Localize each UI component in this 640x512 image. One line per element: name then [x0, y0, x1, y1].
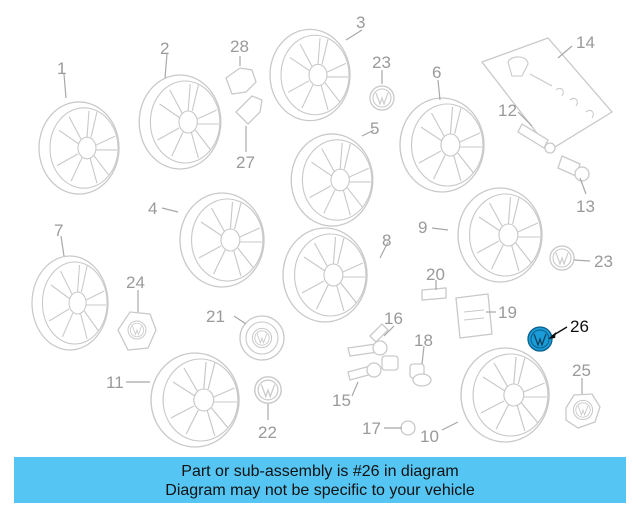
callout-23-right: 23	[594, 252, 613, 271]
wheel-1	[38, 101, 120, 195]
parts-diagram: 1 2 3 4 5 6 7 8 9 10 11 12 13 14 15 16 1…	[31, 13, 613, 448]
nut-18	[409, 363, 432, 387]
wheel-7	[31, 255, 109, 351]
callout-12: 12	[498, 101, 517, 120]
wheel-10	[460, 347, 550, 443]
tpms-kit-14	[480, 37, 613, 151]
callout-4: 4	[148, 199, 157, 218]
center-cap-25	[565, 393, 601, 429]
wheel-11	[150, 352, 240, 448]
callout-21: 21	[206, 307, 225, 326]
callout-22: 22	[258, 423, 277, 442]
callout-2: 2	[160, 39, 169, 58]
emblem-22	[254, 376, 282, 404]
cap-17	[400, 420, 416, 436]
callout-5: 5	[370, 119, 379, 138]
callout-23-top: 23	[372, 53, 391, 72]
callout-25: 25	[572, 361, 591, 380]
callout-17: 17	[362, 419, 381, 438]
wheel-8	[282, 227, 368, 323]
wheel-2	[138, 74, 222, 170]
callout-18: 18	[414, 331, 433, 350]
valve-13	[557, 155, 590, 182]
callout-14: 14	[576, 33, 595, 52]
leader-lines	[60, 29, 591, 431]
emblem-23-right	[549, 245, 575, 271]
callout-27: 27	[236, 153, 255, 172]
callout-11: 11	[106, 373, 124, 392]
callout-13: 13	[576, 197, 595, 216]
wheel-5	[290, 133, 374, 227]
valve-stem-12	[517, 123, 556, 154]
wheel-4	[179, 192, 265, 288]
wheel-6	[399, 97, 485, 193]
emblem-23-top	[369, 85, 395, 111]
callout-10: 10	[420, 427, 439, 446]
bolts-15-16	[347, 323, 399, 381]
center-cap-24	[117, 311, 157, 351]
callout-6: 6	[432, 63, 441, 82]
label-19	[455, 293, 493, 339]
callout-8: 8	[382, 231, 391, 250]
callout-20: 20	[426, 265, 445, 284]
callout-3: 3	[356, 13, 365, 32]
callout-7: 7	[54, 221, 63, 240]
callout-15: 15	[332, 391, 351, 410]
callout-19: 19	[498, 303, 517, 322]
callout-26: 26	[570, 317, 589, 336]
banner-line-2: Diagram may not be specific to your vehi…	[165, 482, 475, 499]
callout-16: 16	[384, 309, 403, 328]
wheel-9	[457, 187, 543, 283]
info-banner: Part or sub-assembly is #26 in diagram D…	[14, 457, 626, 503]
callout-28: 28	[230, 37, 249, 56]
balance-weight-27	[235, 95, 263, 125]
callout-24: 24	[126, 273, 145, 292]
center-cap-21	[239, 315, 285, 361]
balance-weight-28	[225, 67, 257, 95]
callout-1: 1	[57, 59, 66, 78]
callout-9: 9	[418, 218, 427, 237]
wheel-3	[269, 28, 351, 122]
emblem-26-highlighted	[527, 326, 553, 352]
clip-20	[421, 287, 447, 301]
banner-line-1: Part or sub-assembly is #26 in diagram	[181, 463, 459, 480]
